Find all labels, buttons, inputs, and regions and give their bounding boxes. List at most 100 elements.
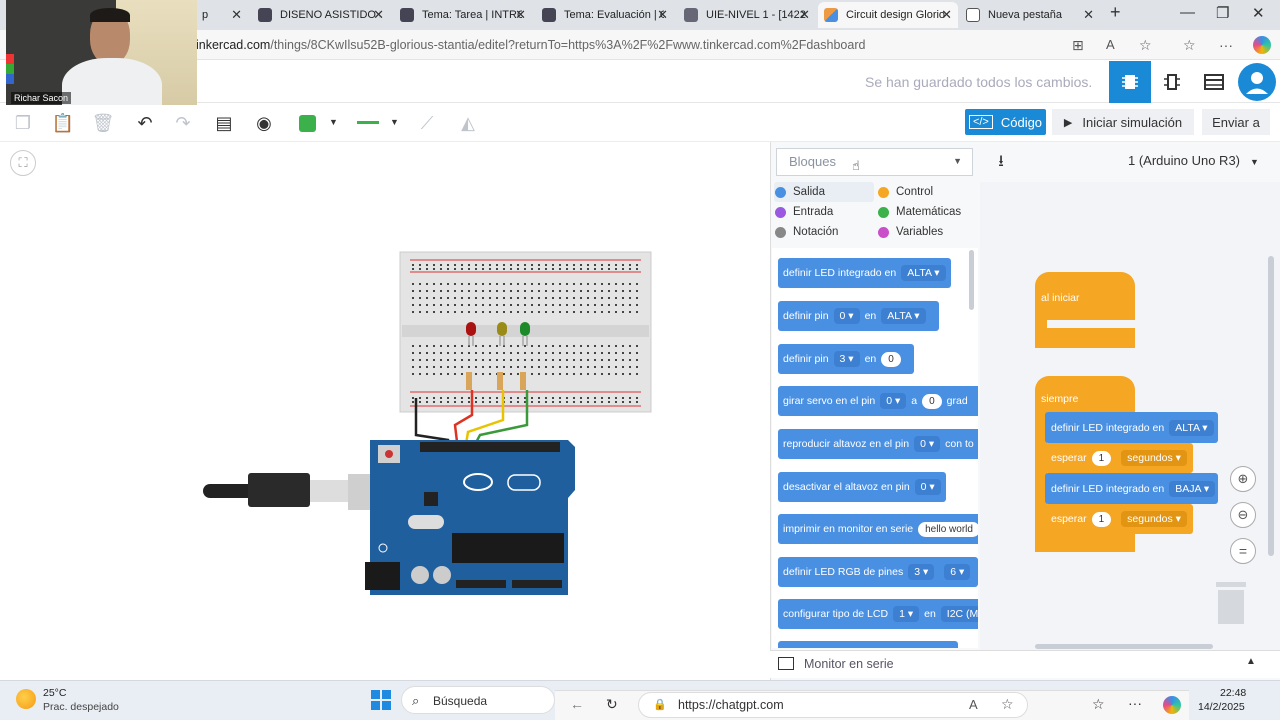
window-close-icon[interactable]: ✕: [1252, 5, 1265, 22]
view-notes-icon[interactable]: ◉: [256, 112, 272, 133]
close-tab-icon[interactable]: ✕: [231, 7, 242, 22]
wait-input[interactable]: 1: [1091, 511, 1112, 527]
block-input[interactable]: 0: [881, 351, 901, 367]
more-menu-icon[interactable]: ···: [1128, 695, 1142, 711]
copy-icon[interactable]: ❐: [14, 112, 32, 133]
block-dropdown[interactable]: I2C (M: [940, 606, 978, 622]
zoom-in-icon[interactable]: ⊕: [1230, 466, 1256, 492]
breadboard[interactable]: [399, 251, 652, 413]
canvas-vertical-scrollbar[interactable]: [1268, 256, 1274, 556]
block-dropdown[interactable]: 0 ▾: [833, 308, 860, 324]
block-dropdown[interactable]: BAJA ▾: [1169, 480, 1216, 497]
palette-scrollbar[interactable]: [969, 250, 974, 310]
close-tab-icon[interactable]: ✕: [1083, 7, 1094, 22]
favorites-icon[interactable]: ☆: [1092, 696, 1105, 712]
start-simulation-button[interactable]: ▶Iniciar simulación: [1052, 109, 1194, 135]
notes-icon[interactable]: ▤: [215, 112, 233, 133]
arduino-uno-board[interactable]: [365, 440, 575, 595]
block-input[interactable]: hello world: [918, 521, 978, 537]
close-tab-icon[interactable]: ✕: [941, 7, 952, 22]
tab-3[interactable]: Tema: Evaluación | G✕: [536, 2, 674, 28]
delete-icon[interactable]: 🗑: [91, 112, 115, 133]
fit-view-icon[interactable]: ⛶: [10, 150, 36, 176]
palette-block-partial[interactable]: [778, 641, 958, 648]
chat-url-field[interactable]: 🔒 https://chatgpt.com A ☆: [638, 692, 1028, 718]
close-tab-icon[interactable]: ✕: [373, 7, 384, 22]
green-led[interactable]: [520, 322, 530, 346]
tab-5-active[interactable]: Circuit design Glorio✕: [818, 2, 958, 28]
minimize-icon[interactable]: —: [1180, 4, 1195, 21]
send-to-button[interactable]: Enviar a: [1202, 109, 1270, 135]
on-start-block[interactable]: al iniciar: [1035, 272, 1135, 320]
block-input[interactable]: 0: [922, 393, 942, 409]
back-arrow-icon[interactable]: ←: [570, 696, 584, 712]
block-dropdown[interactable]: 3 ▾: [833, 351, 860, 367]
reload-icon[interactable]: ↻: [606, 696, 618, 712]
category-variables[interactable]: Variables: [878, 226, 943, 238]
yellow-led[interactable]: [497, 322, 507, 346]
code-button[interactable]: </>Código: [965, 109, 1046, 135]
block-dropdown[interactable]: 6 ▾: [944, 564, 971, 580]
apps-icon[interactable]: ⊞: [1072, 37, 1084, 53]
weather-sun-icon[interactable]: [16, 689, 36, 709]
category-math[interactable]: Matemáticas: [878, 206, 961, 218]
forever-block[interactable]: siempre: [1035, 376, 1135, 412]
copilot-icon[interactable]: [1253, 36, 1271, 54]
canvas-horizontal-scrollbar[interactable]: [1035, 644, 1213, 649]
block-dropdown[interactable]: segundos ▾: [1121, 511, 1187, 527]
close-tab-icon[interactable]: ✕: [515, 7, 526, 22]
rotate-icon[interactable]: ⟋: [420, 112, 434, 133]
more-menu-icon[interactable]: ···: [1219, 37, 1233, 53]
block-dropdown[interactable]: 1 ▾: [893, 606, 920, 622]
copilot-icon[interactable]: [1163, 696, 1181, 714]
category-input[interactable]: Entrada: [775, 206, 833, 218]
favorites-icon[interactable]: ☆: [1183, 37, 1196, 53]
component-list-button[interactable]: [1193, 61, 1235, 103]
zoom-out-icon[interactable]: ⊖: [1230, 502, 1256, 528]
resistors[interactable]: [466, 372, 526, 390]
tab-2[interactable]: Tema: Tarea | INTRO✕: [394, 2, 532, 28]
tab-4[interactable]: UIE-NIVEL 1 - [1422]✕: [678, 2, 816, 28]
trash-icon[interactable]: [1216, 582, 1246, 624]
redo-icon[interactable]: ↷: [175, 112, 191, 133]
read-aloud-icon[interactable]: A: [1106, 37, 1115, 52]
favorite-star-icon[interactable]: ☆: [1139, 37, 1152, 53]
board-select[interactable]: 1 (Arduino Uno R3)▼: [1128, 153, 1259, 168]
expand-up-icon[interactable]: ▲: [1246, 656, 1256, 667]
zoom-reset-icon[interactable]: =: [1230, 538, 1256, 564]
new-tab-plus-icon[interactable]: +: [1110, 2, 1121, 22]
color-dropdown-chevron-icon[interactable]: ▼: [329, 117, 338, 127]
block-dropdown[interactable]: ALTA ▾: [881, 308, 926, 324]
taskbar-search[interactable]: ⌕ Búsqueda: [401, 686, 555, 714]
block-dropdown[interactable]: ALTA ▾: [901, 265, 946, 281]
category-output[interactable]: Salida: [775, 186, 825, 198]
mirror-icon[interactable]: ◭: [461, 112, 475, 133]
close-tab-icon[interactable]: ✕: [799, 7, 810, 22]
code-mode-select[interactable]: Bloques▼: [776, 148, 973, 176]
tab-1[interactable]: DISENO ASISTIDO P✕: [252, 2, 390, 28]
block-dropdown[interactable]: 0 ▾: [914, 436, 941, 452]
category-control[interactable]: Control: [878, 186, 933, 198]
category-notation[interactable]: Notación: [775, 226, 838, 238]
wire-style-swatch[interactable]: [357, 121, 379, 124]
block-dropdown[interactable]: 0 ▾: [914, 479, 941, 495]
clock-area[interactable]: 22:48 14/2/2025: [1190, 686, 1280, 720]
tab-0[interactable]: p✕: [196, 2, 248, 28]
block-dropdown[interactable]: 3 ▾: [908, 564, 935, 580]
undo-icon[interactable]: ↶: [137, 112, 153, 133]
read-aloud-icon[interactable]: A: [969, 697, 978, 712]
close-tab-icon[interactable]: ✕: [657, 7, 668, 22]
